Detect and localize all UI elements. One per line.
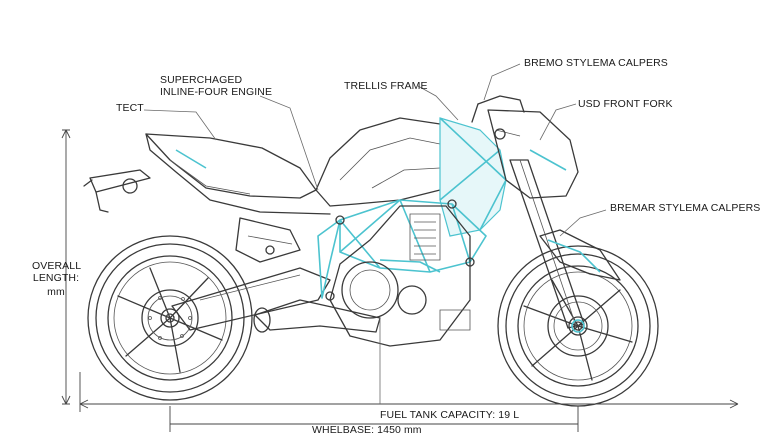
overall-length-line2: LENGTH:: [32, 272, 80, 284]
engine-block: [329, 205, 471, 347]
tail-label: TECT: [116, 102, 144, 114]
overall-length-unit: mm: [47, 286, 65, 298]
front-fork: [509, 159, 621, 333]
headlight-and-bars: [471, 95, 579, 199]
wheelbase-label: WHELBASE: 1450 mm: [312, 424, 422, 436]
brake-calipers-label-front: BREMAR STYLEMA CALPERS: [610, 202, 761, 214]
overall-length-line1: OVERALL: [32, 260, 82, 272]
trellis-frame: [317, 117, 507, 301]
rearsets: [235, 217, 301, 263]
fuel-capacity-label: FUEL TANK CAPACITY: 19 L: [380, 409, 520, 421]
trellis-frame-label: TRELLIS FRAME: [344, 80, 428, 92]
dimension-lines: [61, 129, 739, 432]
front-fork-label: USD FRONT FORK: [578, 98, 673, 110]
swingarm: [171, 267, 381, 333]
brake-calipers-label-top: BREMO STYLEMA CALPERS: [524, 57, 668, 69]
seat-and-tail: [83, 133, 331, 215]
leader-lines: [143, 63, 607, 237]
rear-wheel: [87, 235, 253, 401]
engine-label-line2: INLINE-FOUR ENGINE: [160, 86, 273, 98]
engine-label-line1: SUPERCHAGED: [160, 74, 243, 86]
